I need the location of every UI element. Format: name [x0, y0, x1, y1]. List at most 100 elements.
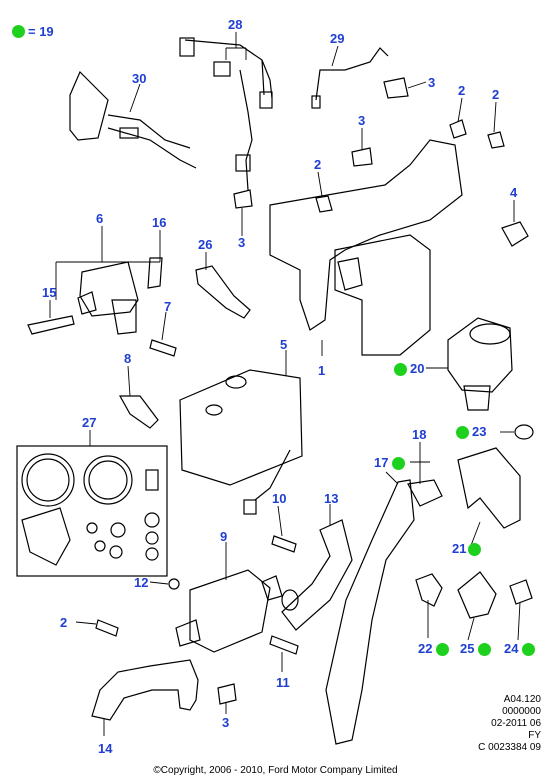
hose-13-end: [281, 589, 299, 611]
optional-part-marker-icon: [522, 643, 535, 656]
kit-27-oring: [145, 547, 159, 561]
reference-block: A04.120 0000000 02-2011 06 FY C 0023384 …: [421, 694, 541, 754]
sensor-8: [118, 395, 159, 429]
bracket-1-tab: [337, 257, 363, 291]
cable-connector: [311, 95, 321, 109]
bracket-1: [269, 139, 463, 331]
callout-14: 14: [98, 741, 113, 756]
ref-date: 02-2011 06: [491, 718, 541, 729]
bolt-11: [269, 635, 299, 655]
muffler-9-outlet: [261, 575, 283, 601]
ref-code: A04.120: [503, 694, 541, 705]
clamp-22: [415, 573, 443, 607]
clamp-25: [457, 571, 497, 619]
leader-lines: [49, 32, 521, 736]
hose-14: [91, 659, 199, 721]
wiring-harness-28: [184, 39, 273, 191]
callout-1: 1: [318, 363, 326, 378]
callout-3: 3: [222, 715, 230, 730]
callout-21: 21: [452, 541, 467, 556]
bolt-2a: [449, 119, 467, 139]
tank-5-connector: [243, 499, 257, 515]
legend-text: = 19: [28, 24, 54, 39]
callout-2: 2: [492, 87, 500, 102]
kit-27-seal: [83, 455, 133, 505]
muffler-9-inlet: [175, 619, 201, 647]
shield-21: [457, 447, 521, 529]
kit-27-oring: [109, 545, 123, 559]
legend-marker-icon: [12, 25, 25, 38]
ref-model: FY: [528, 730, 541, 741]
callout-26: 26: [198, 237, 213, 252]
bolt-2b: [487, 131, 505, 149]
ref-number: 0000000: [502, 706, 541, 717]
pump-6-bracket: [111, 299, 137, 335]
copyright-notice: ©Copyright, 2006 - 2010, Ford Motor Comp…: [153, 765, 398, 776]
tank-5-wire: [254, 449, 291, 501]
hose-13: [281, 519, 353, 631]
optional-part-marker-icon: [478, 643, 491, 656]
burner-20-top: [469, 323, 511, 345]
burner-20: [447, 317, 513, 393]
harness-connector: [179, 37, 195, 57]
callout-24: 24: [504, 641, 519, 656]
callout-27: 27: [82, 415, 97, 430]
harness-30-connector: [119, 127, 139, 139]
callout-4: 4: [510, 185, 518, 200]
clamp-24: [509, 579, 533, 605]
tank-5-port: [205, 404, 223, 416]
callout-29: 29: [330, 31, 345, 46]
glow-plug-26: [195, 265, 251, 319]
cable-29: [315, 47, 389, 101]
harness-connector: [213, 61, 231, 77]
hose-16: [147, 257, 163, 289]
kit-27-frame: [16, 445, 168, 577]
kit-27-oring: [86, 522, 98, 534]
callout-2: 2: [314, 157, 322, 172]
clip-3d: [217, 683, 237, 705]
burner-20-outlet: [463, 385, 491, 411]
clip-3a: [383, 77, 409, 99]
harness-connector: [259, 91, 273, 109]
harness-30-wires: [107, 114, 197, 169]
callout-8: 8: [124, 351, 132, 366]
ring-23: [514, 424, 534, 440]
nut-12: [168, 578, 180, 590]
screw-7: [149, 339, 177, 357]
kit-27-seal-large-inner: [26, 458, 70, 502]
harness-connector: [235, 154, 251, 172]
callout-25: 25: [460, 641, 475, 656]
kit-27-plate: [21, 507, 71, 566]
tank-5: [179, 369, 303, 486]
harness-30: [69, 70, 109, 141]
clamp-18: [407, 479, 443, 507]
callout-22: 22: [418, 641, 433, 656]
callout-16: 16: [152, 215, 167, 230]
optional-part-marker-icon: [456, 426, 469, 439]
kit-27-seal-large: [21, 453, 75, 507]
callout-11: 11: [276, 675, 290, 690]
callout-17: 17: [374, 455, 389, 470]
clip-3c: [233, 189, 253, 209]
optional-part-marker-icon: [468, 543, 481, 556]
callout-5: 5: [280, 337, 288, 352]
clip-4: [501, 221, 529, 247]
muffler-9: [189, 569, 271, 653]
bracket-1-plate: [334, 234, 431, 356]
pump-6-connector: [77, 291, 97, 315]
bolt-2d: [95, 619, 119, 637]
callout-12: 12: [134, 575, 149, 590]
callout-10: 10: [272, 491, 287, 506]
callout-3: 3: [238, 235, 246, 250]
kit-27-seal-inner: [88, 460, 128, 500]
ref-catalog: C 0023384 09: [478, 742, 541, 753]
kit-27-oring: [144, 512, 160, 528]
callout-20: 20: [410, 361, 425, 376]
callout-3: 3: [358, 113, 366, 128]
callout-3: 3: [428, 75, 436, 90]
callout-6: 6: [96, 211, 104, 226]
callout-9: 9: [220, 529, 228, 544]
callout-7: 7: [164, 299, 172, 314]
kit-27-filter: [145, 469, 159, 491]
pump-6: [79, 261, 139, 317]
